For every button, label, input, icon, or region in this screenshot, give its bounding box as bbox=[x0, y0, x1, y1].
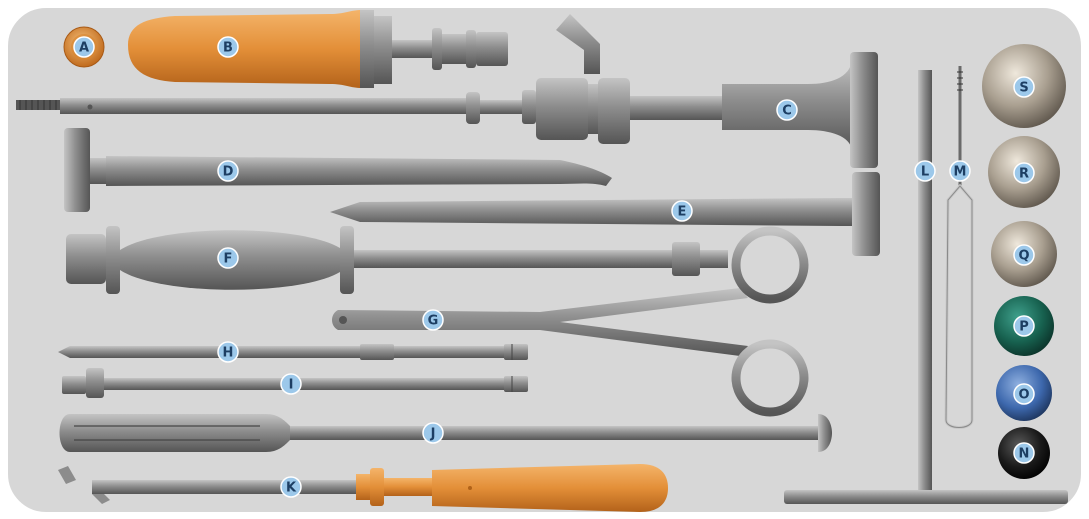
label-h: H bbox=[223, 346, 234, 361]
instrument-i-guide-pin bbox=[62, 368, 528, 398]
label-n: N bbox=[1019, 447, 1030, 462]
label-l-marker: L bbox=[914, 160, 936, 182]
label-l: L bbox=[921, 165, 929, 180]
label-i: I bbox=[289, 378, 294, 393]
label-j-marker: J bbox=[422, 422, 444, 444]
label-g: G bbox=[428, 314, 439, 329]
label-m: M bbox=[954, 165, 967, 180]
label-a-marker: A bbox=[73, 36, 95, 58]
label-f: F bbox=[224, 252, 233, 267]
label-o-marker: O bbox=[1013, 383, 1035, 405]
label-a: A bbox=[79, 41, 89, 56]
label-d-marker: D bbox=[217, 160, 239, 182]
label-e-marker: E bbox=[671, 200, 693, 222]
label-b: B bbox=[223, 41, 233, 56]
label-p: P bbox=[1019, 320, 1029, 335]
label-b-marker: B bbox=[217, 36, 239, 58]
label-e: E bbox=[678, 205, 687, 220]
label-g-marker: G bbox=[422, 309, 444, 331]
label-i-marker: I bbox=[280, 373, 302, 395]
label-f-marker: F bbox=[217, 247, 239, 269]
instrument-b-handle bbox=[128, 10, 508, 88]
label-s: S bbox=[1019, 81, 1028, 96]
label-r: R bbox=[1019, 167, 1029, 182]
label-q: Q bbox=[1018, 249, 1029, 264]
label-r-marker: R bbox=[1013, 162, 1035, 184]
label-h-marker: H bbox=[217, 341, 239, 363]
label-c-marker: C bbox=[776, 99, 798, 121]
instrument-h-drill-bit bbox=[58, 344, 528, 360]
label-q-marker: Q bbox=[1013, 244, 1035, 266]
label-j: J bbox=[430, 427, 436, 442]
label-s-marker: S bbox=[1013, 76, 1035, 98]
label-k-marker: K bbox=[280, 476, 302, 498]
label-p-marker: P bbox=[1013, 315, 1035, 337]
label-k: K bbox=[286, 481, 297, 496]
label-n-marker: N bbox=[1013, 442, 1035, 464]
instrument-e-straight-osteotome bbox=[330, 172, 880, 256]
instrument-j-reamer-handle bbox=[59, 414, 832, 452]
label-c: C bbox=[782, 104, 792, 119]
instrument-g-forceps bbox=[332, 226, 809, 417]
label-d: D bbox=[223, 165, 234, 180]
label-o: O bbox=[1018, 388, 1029, 403]
label-m-marker: M bbox=[949, 160, 971, 182]
